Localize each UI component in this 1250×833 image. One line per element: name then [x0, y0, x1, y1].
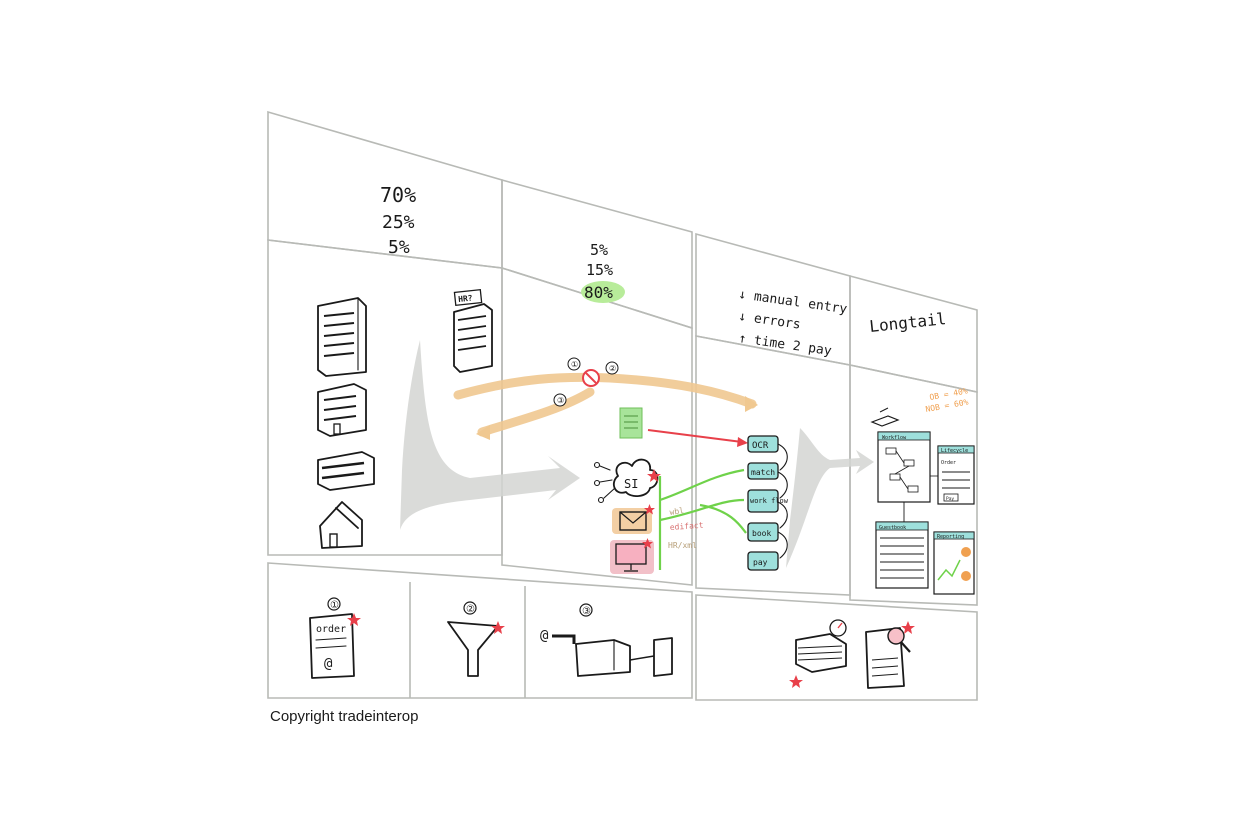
panel-bottom-right	[695, 594, 978, 701]
stat-80: 80%	[584, 283, 613, 302]
report-line-chart	[937, 559, 961, 581]
lifecycle-screen: Lifecycle Order Pay	[930, 445, 975, 505]
effect-time-to-pay: ↑ time 2 pay	[737, 331, 832, 359]
monitor-icon	[615, 543, 647, 572]
step-3-label: ③	[557, 396, 564, 405]
process-workflow: work flow	[750, 497, 789, 505]
hr-tag: HR?	[458, 294, 473, 304]
process-ocr: OCR	[752, 441, 769, 451]
channel-edifact: edifact	[670, 521, 704, 532]
green-branch-match	[659, 468, 745, 502]
step-1-label: ①	[571, 360, 578, 369]
channel-wbl: wbl	[669, 506, 685, 517]
stat-70: 70%	[380, 183, 416, 207]
submission-machine-icon: @	[540, 628, 673, 677]
step-circle-2	[605, 361, 619, 375]
at-symbol-input: @	[540, 628, 549, 644]
order-label: order	[316, 624, 346, 635]
bottom-step-1: ①	[330, 600, 339, 611]
guestbook-title: Guestbook	[879, 525, 906, 531]
workflow-screen: Workflow	[877, 431, 931, 503]
router-icon	[870, 407, 900, 427]
longtail-label: Longtail	[868, 309, 947, 336]
report-pie-chart	[961, 547, 971, 557]
process-match: match	[751, 468, 775, 477]
reporting-screen: Reporting	[933, 531, 975, 595]
step-circle-1	[567, 357, 581, 371]
buildings: HR?	[317, 288, 493, 549]
highlight-80	[581, 281, 625, 303]
hr-building-icon: HR?	[453, 288, 493, 373]
top-left-stats: 70% 25% 5%	[380, 183, 416, 258]
bottom-step-3: ③	[582, 606, 591, 617]
process-match-box	[747, 462, 779, 480]
order-at-symbol: @	[324, 656, 333, 672]
workflow-title: Workflow	[882, 435, 907, 441]
si-label: SI	[624, 477, 638, 491]
tall-building-icon	[317, 297, 367, 377]
top-right-effects: ↓ manual entry ↓ errors ↑ time 2 pay Lon…	[737, 287, 947, 359]
funnel-icon	[447, 621, 505, 677]
document-icon	[619, 407, 643, 439]
invoice-stack-icon	[789, 619, 847, 688]
stat-5b: 5%	[590, 241, 608, 259]
envelope-icon	[619, 511, 647, 531]
process-workflow-box	[747, 489, 779, 513]
panel-middle-left	[267, 239, 503, 556]
process-book: book	[752, 529, 771, 538]
panel-top-right-b	[849, 274, 978, 393]
envelope-highlight	[612, 508, 652, 534]
funnel-flow-left	[400, 340, 580, 530]
alert-marks	[642, 469, 661, 549]
panel-bottom-left	[267, 562, 693, 699]
stat-5: 5%	[388, 237, 410, 258]
panel-middle-far-right	[849, 364, 978, 606]
funnel-flow-right	[786, 428, 874, 568]
bottom-steps: ① order @ ② ③ @	[309, 597, 915, 689]
step-circle-3	[553, 393, 567, 407]
stat-25: 25%	[382, 212, 415, 233]
low-building-icon	[317, 451, 375, 491]
hub-and-channels: SI wbl edifact HR/xml	[593, 407, 748, 574]
process-pay-box	[747, 551, 779, 571]
effect-errors: ↓ errors	[737, 309, 801, 333]
top-middle-stats: 5% 15% 80%	[581, 241, 625, 303]
copyright-caption: Copyright tradeinterop	[270, 708, 419, 725]
orange-loop: ① ② ③	[453, 357, 758, 440]
lifecycle-title: Lifecycle	[941, 448, 968, 454]
panel-middle-center	[501, 266, 693, 586]
channel-hrxml: HR/xml	[668, 541, 697, 550]
si-cloud-icon: SI	[593, 458, 659, 504]
process-steps: OCR match work flow book pay	[747, 435, 789, 571]
ocr-arrow	[647, 429, 743, 443]
process-pay: pay	[753, 558, 768, 567]
medium-building-icon	[317, 383, 367, 437]
application-screens: OB = 40% NOB = 60% Workflow Lifecycle Or…	[870, 386, 975, 595]
panel-grid	[267, 110, 978, 701]
pay-button-label: Pay	[946, 496, 954, 502]
reporting-title: Reporting	[937, 534, 964, 540]
house-icon	[319, 501, 363, 549]
magnifier-document-icon	[865, 621, 915, 689]
bottom-step-2: ②	[466, 604, 475, 615]
order-tab: Order	[941, 460, 956, 466]
guestbook-screen: Guestbook	[875, 521, 929, 589]
stat-15: 15%	[586, 261, 613, 279]
order-document-icon: order @	[309, 613, 361, 679]
step-2-label: ②	[609, 364, 616, 373]
green-branch-book	[699, 503, 747, 534]
